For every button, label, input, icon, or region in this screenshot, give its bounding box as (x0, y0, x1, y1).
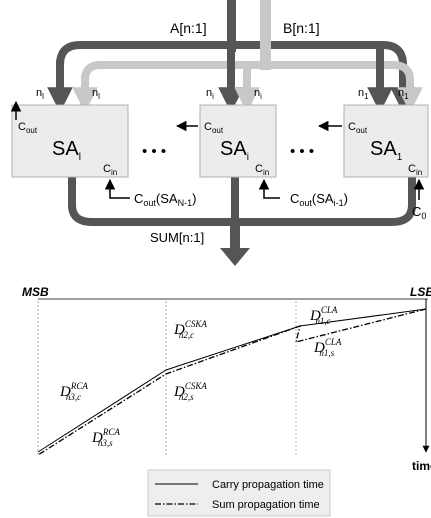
cout-label: Cout (348, 121, 368, 135)
ellipsis-left: • • • (142, 143, 166, 160)
width-label-a: n1 (358, 87, 369, 101)
carry-link-label-n-1: Cout(SAN-1) (134, 191, 196, 208)
sum-bus-trunk (230, 218, 240, 250)
legend: Carry propagation time Sum propagation t… (147, 469, 331, 517)
timing-diagram (37, 298, 430, 456)
legend-sum-label: Sum propagation time (212, 499, 320, 511)
legend-carry-label: Carry propagation time (212, 479, 324, 491)
adder-block-l: SAl Cout Cin nl nl (11, 87, 129, 178)
sum-label: SUM[n:1] (150, 230, 204, 245)
block-name: SAi (220, 138, 249, 163)
lsb-label: LSB (410, 285, 431, 299)
cin-arrow-i (258, 178, 280, 199)
adder-block-1: SA1 Cout Cin n1 n1 (343, 87, 429, 178)
block-box (11, 104, 129, 178)
cin-arrow-l (104, 178, 130, 199)
sum-bus-loop (68, 177, 416, 226)
width-label-a: ni (206, 87, 214, 101)
width-label-b: n1 (398, 87, 409, 101)
bus-a-trunk (227, 0, 236, 52)
width-label-b: ni (254, 87, 262, 101)
block-box (343, 104, 429, 178)
bus-a-label: A[n:1] (170, 20, 207, 36)
cin-label: Cin (408, 163, 422, 177)
msb-label: MSB (22, 285, 49, 299)
carry-propagation-line (37, 308, 427, 453)
block-name: SA1 (370, 138, 403, 163)
cin-label: Cin (103, 163, 117, 177)
bus-b-loop (81, 61, 423, 113)
c0-label: C0 (412, 204, 426, 221)
bus-b-label: B[n:1] (283, 20, 320, 36)
sum-bus (68, 177, 416, 266)
input-buses (47, 0, 423, 113)
carry-link-label-i-1: Cout(SAi-1) (290, 191, 348, 208)
carry-arrows (10, 100, 425, 200)
time-label: time (412, 459, 431, 473)
width-label-a: nl (36, 87, 44, 101)
sum-bus-arrowhead (220, 248, 250, 266)
cout-label: Cout (18, 121, 38, 135)
width-label-b: nl (92, 87, 100, 101)
legend-box (147, 469, 331, 517)
sum-propagation-line (37, 308, 427, 456)
adder-block-i: SAi Cout Cin ni ni (199, 87, 277, 178)
bus-b-trunk (260, 0, 271, 70)
block-name: SAl (52, 138, 81, 163)
block-box (199, 104, 277, 178)
cin-label: Cin (255, 163, 269, 177)
cout-label: Cout (204, 121, 224, 135)
ellipsis-right: • • • (290, 143, 314, 160)
